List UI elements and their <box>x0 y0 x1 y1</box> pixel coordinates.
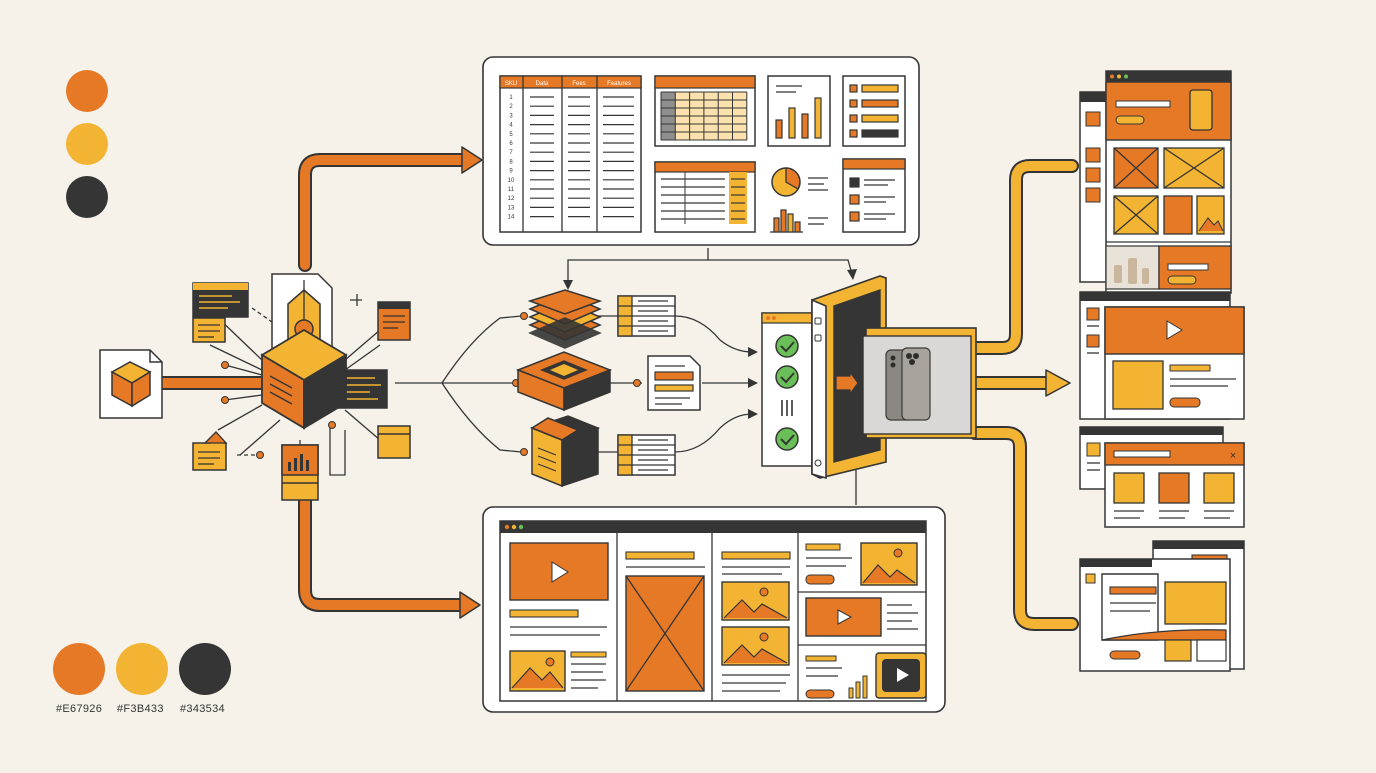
listing-page-mockup: × <box>1079 426 1245 528</box>
sheet-row-number: 11 <box>508 187 515 193</box>
video-page-mockup <box>1079 291 1245 420</box>
sheet-row-number: 12 <box>508 196 515 202</box>
bottom-palette-swatches <box>53 643 231 695</box>
open-box-icon <box>529 415 601 488</box>
swatch-hex-label-yellow: #F3B433 <box>117 703 164 715</box>
branch-nodes <box>512 312 641 456</box>
checkmark-icon <box>780 341 795 353</box>
sheet-row-number: 3 <box>509 113 513 119</box>
grid-table-lines <box>660 91 748 141</box>
sheet-row-number: 4 <box>509 123 513 129</box>
sheet-header-cell: SKU <box>505 81 517 87</box>
sheet-row-number: 13 <box>508 205 515 211</box>
sheet-row-number: 1 <box>509 95 513 101</box>
check-circle-icon <box>775 427 799 451</box>
sheet-cell-lines <box>530 96 634 218</box>
palette-swatch <box>66 70 108 112</box>
small-table-lines <box>661 172 745 224</box>
palette-swatch-large <box>116 643 168 695</box>
check-circle-icon <box>775 334 799 358</box>
web-layout-panel <box>482 506 946 713</box>
sheet-row-number: 10 <box>508 178 515 184</box>
promo-page-mockup <box>1079 540 1245 672</box>
layers-stack-icon <box>527 289 603 349</box>
checkmark-icon <box>780 434 795 446</box>
product-page-mockup <box>1079 70 1232 294</box>
validation-checks <box>775 334 799 451</box>
sheet-row-number: 6 <box>509 141 513 147</box>
central-data-hub <box>260 328 348 430</box>
palette-swatch-large <box>53 643 105 695</box>
branch-lines <box>395 248 857 505</box>
swatch-hex-label-dark: #343534 <box>180 703 225 715</box>
branch-arrowheads <box>563 269 857 419</box>
check-circle-icon <box>775 365 799 389</box>
top-palette-swatches <box>66 70 108 218</box>
product-photo-card <box>862 327 977 439</box>
frame-box-icon <box>515 351 613 412</box>
sheet-row-number: 14 <box>508 215 515 221</box>
flow-arrows <box>155 146 1079 631</box>
checkmark-icon <box>780 372 795 384</box>
table-fragment-1 <box>617 295 676 337</box>
validation-panel <box>761 312 813 467</box>
sheet-header-cell: Features <box>607 81 631 87</box>
sheet-row-number: 8 <box>509 159 513 165</box>
hub-nodes <box>221 361 336 459</box>
sheet-column-headers: SKU Data Fees Features <box>505 81 631 87</box>
form-doc-icon <box>647 355 701 411</box>
swatch-hex-label-orange: #E67926 <box>56 703 103 715</box>
close-icon[interactable]: × <box>1230 450 1236 462</box>
sheet-row-number: 5 <box>509 132 513 138</box>
palette-swatch-large <box>179 643 231 695</box>
hub-doc-cards <box>192 273 411 501</box>
sheet-row-number: 7 <box>509 150 513 156</box>
sheet-header-cell: Fees <box>572 81 585 87</box>
sheet-header-cell: Data <box>536 81 549 87</box>
palette-swatch <box>66 176 108 218</box>
palette-swatch <box>66 123 108 165</box>
sheet-row-number: 2 <box>509 104 513 110</box>
table-fragment-2 <box>617 434 676 476</box>
sheet-row-number: 9 <box>509 169 513 175</box>
source-cube-card <box>99 349 163 419</box>
